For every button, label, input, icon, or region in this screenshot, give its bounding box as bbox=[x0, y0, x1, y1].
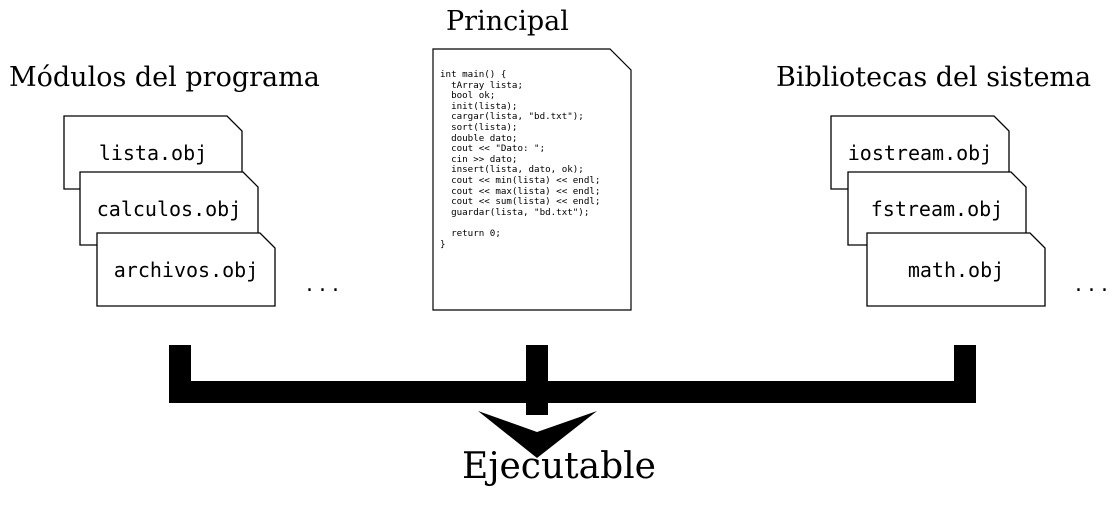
module-doc-lista: lista.obj bbox=[63, 115, 243, 190]
module-file-name: lista.obj bbox=[98, 140, 208, 165]
libraries-ellipsis: ... bbox=[1075, 272, 1114, 297]
code-line: sort(lista); bbox=[440, 121, 518, 133]
code-line: bool ok; bbox=[440, 90, 496, 102]
code-line: cout << "Dato: "; bbox=[440, 143, 546, 155]
code-line: guardar(lista, "bd.txt"); bbox=[440, 206, 590, 218]
document-outline-icon bbox=[96, 232, 276, 307]
code-line: cout << max(lista) << endl; bbox=[440, 185, 601, 197]
document-outline-icon bbox=[63, 115, 243, 190]
code-line: cout << min(lista) << endl; bbox=[440, 174, 601, 186]
document-outline-icon bbox=[847, 171, 1027, 246]
document-outline-icon bbox=[866, 232, 1046, 307]
code-line: init(lista); bbox=[440, 100, 518, 112]
code-line: return 0; bbox=[440, 227, 501, 239]
document-outline-icon bbox=[830, 115, 1010, 190]
document-outline-icon bbox=[432, 48, 632, 311]
executable-label: Ejecutable bbox=[462, 446, 656, 487]
library-file-name: fstream.obj bbox=[870, 196, 1004, 221]
modules-heading: Módulos del programa bbox=[9, 62, 320, 93]
document-outline-icon bbox=[79, 171, 259, 246]
library-doc-iostream: iostream.obj bbox=[830, 115, 1010, 190]
module-doc-archivos: archivos.obj bbox=[96, 232, 276, 307]
main-code-listing: int main() { tArray lista; bool ok; init… bbox=[440, 69, 601, 250]
libraries-heading: Bibliotecas del sistema bbox=[776, 62, 1092, 93]
module-file-name: archivos.obj bbox=[113, 257, 259, 282]
module-file-name: calculos.obj bbox=[96, 196, 242, 221]
horizontal-bar bbox=[169, 381, 976, 403]
modules-ellipsis: ... bbox=[306, 272, 345, 297]
code-line: cin >> dato; bbox=[440, 153, 518, 165]
code-line: cargar(lista, "bd.txt"); bbox=[440, 111, 584, 123]
library-doc-math: math.obj bbox=[866, 232, 1046, 307]
code-line: } bbox=[440, 238, 446, 250]
code-line: cout << sum(lista) << endl; bbox=[440, 196, 601, 208]
library-file-name: math.obj bbox=[907, 257, 1005, 282]
module-doc-calculos: calculos.obj bbox=[79, 171, 259, 246]
center-vertical-bar bbox=[526, 345, 548, 415]
main-heading: Principal bbox=[446, 6, 569, 37]
main-code-doc: int main() { tArray lista; bool ok; init… bbox=[432, 48, 632, 311]
code-line: insert(lista, dato, ok); bbox=[440, 164, 584, 176]
library-doc-fstream: fstream.obj bbox=[847, 171, 1027, 246]
code-line: tArray lista; bbox=[440, 79, 523, 91]
code-line: int main() { bbox=[440, 69, 507, 80]
down-arrow-icon bbox=[478, 411, 597, 458]
library-file-name: iostream.obj bbox=[847, 140, 993, 165]
code-line: double dato; bbox=[440, 132, 518, 144]
